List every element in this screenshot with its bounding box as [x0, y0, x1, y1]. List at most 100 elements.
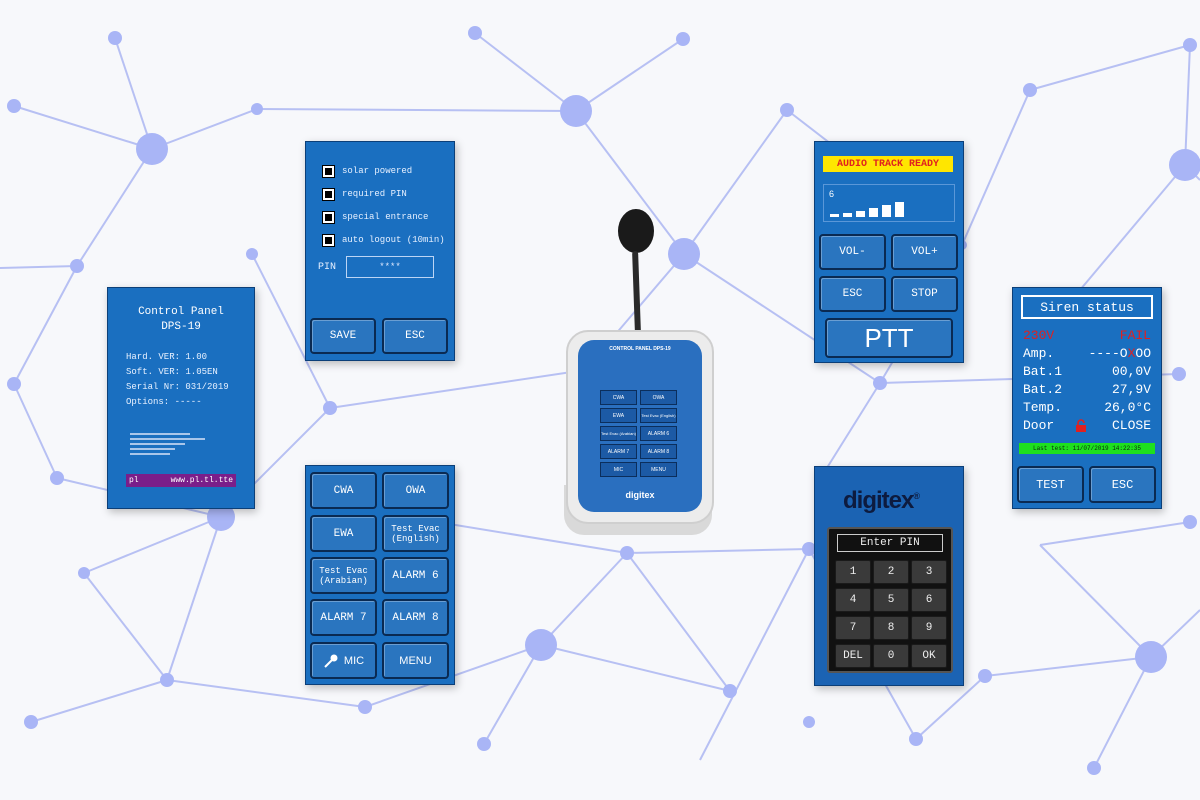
pin-input[interactable]: **** — [346, 256, 434, 278]
padlock-icon — [1076, 419, 1086, 432]
device-alarm6-key[interactable]: ALARM 6 — [640, 426, 677, 441]
footer-bar: pl www.pl.tl.tte — [126, 474, 236, 487]
volume-bars — [830, 202, 904, 217]
pin-display: Enter PIN — [837, 534, 943, 552]
key-7[interactable]: 7 — [835, 616, 871, 640]
device-test-evac-ar-key[interactable]: Test Evac (Arabian) — [600, 426, 637, 441]
temp-label: Temp. — [1023, 400, 1063, 415]
option-label: special entrance — [342, 212, 429, 222]
device-alarm8-key[interactable]: ALARM 8 — [640, 444, 677, 459]
cwa-button[interactable]: CWA — [310, 472, 377, 509]
power-row: 230V FAIL — [1023, 328, 1151, 343]
microphone-icon — [324, 654, 338, 668]
checkbox-special-entrance[interactable] — [322, 211, 335, 224]
button-label-line2: (Arabian) — [319, 575, 368, 586]
device-menu-key[interactable]: MENU — [640, 462, 677, 477]
option-label: auto logout (10min) — [342, 235, 445, 245]
registered-mark: ® — [913, 491, 920, 501]
volume-display: 6 — [823, 184, 955, 222]
temp-value: 26,0°C — [1104, 400, 1151, 415]
button-label-line1: Test Evac — [319, 565, 368, 576]
key-2[interactable]: 2 — [873, 560, 909, 584]
amp-value-x: X — [1127, 346, 1136, 361]
device-mic-key[interactable]: MIC — [600, 462, 637, 477]
bat2-row: Bat.2 27,9V — [1023, 382, 1151, 397]
volume-down-button[interactable]: VOL- — [819, 234, 886, 270]
small-print — [130, 430, 210, 458]
desk-microphone-device: CONTROL PANEL DPS-19 CWA OWA EWA Test Ev… — [560, 205, 720, 545]
control-panel-info-screen: Control Panel DPS-19 Hard. VER: 1.00 Sof… — [107, 287, 255, 509]
device-brand: digitex — [625, 490, 655, 500]
info-title-line1: Control Panel — [138, 306, 224, 318]
key-8[interactable]: 8 — [873, 616, 909, 640]
device-header: CONTROL PANEL DPS-19 — [609, 346, 671, 352]
checkbox-solar-powered[interactable] — [322, 165, 335, 178]
key-del[interactable]: DEL — [835, 644, 871, 668]
device-faceplate: CONTROL PANEL DPS-19 CWA OWA EWA Test Ev… — [578, 340, 702, 512]
footer-right: www.pl.tl.tte — [170, 476, 233, 485]
amp-value-b: OO — [1135, 346, 1151, 361]
key-5[interactable]: 5 — [873, 588, 909, 612]
volume-up-button[interactable]: VOL+ — [891, 234, 958, 270]
test-evac-english-button[interactable]: Test Evac (English) — [382, 515, 449, 552]
power-label: 230V — [1023, 328, 1055, 343]
esc-button[interactable]: ESC — [819, 276, 886, 312]
alarm-7-button[interactable]: ALARM 7 — [310, 599, 377, 636]
settings-screen: solar powered required PIN special entra… — [305, 141, 455, 361]
key-6[interactable]: 6 — [911, 588, 947, 612]
bat1-value: 00,0V — [1111, 364, 1151, 379]
ewa-button[interactable]: EWA — [310, 515, 377, 552]
hard-version: Hard. VER: 1.00 — [126, 352, 208, 362]
device-owa-key[interactable]: OWA — [640, 390, 677, 405]
soft-version: Soft. VER: 1.05EN — [126, 367, 218, 377]
device-test-evac-en-key[interactable]: Test Evac (English) — [640, 408, 677, 423]
key-ok[interactable]: OK — [911, 644, 947, 668]
amp-row: Amp. ----OXOO — [1023, 346, 1151, 361]
pin-label: PIN — [318, 262, 337, 273]
ptt-button[interactable]: PTT — [825, 318, 953, 358]
door-label: Door — [1023, 418, 1055, 433]
device-body: CONTROL PANEL DPS-19 CWA OWA EWA Test Ev… — [566, 330, 714, 524]
button-label-line1: Test Evac — [391, 523, 440, 534]
device-alarm7-key[interactable]: ALARM 7 — [600, 444, 637, 459]
brand-logo: digitex® — [843, 487, 920, 515]
test-button[interactable]: TEST — [1017, 466, 1084, 503]
owa-button[interactable]: OWA — [382, 472, 449, 509]
checkbox-required-pin[interactable] — [322, 188, 335, 201]
bat1-label: Bat.1 — [1023, 364, 1063, 379]
alarm-8-button[interactable]: ALARM 8 — [382, 599, 449, 636]
amp-label: Amp. — [1023, 346, 1055, 361]
save-button[interactable]: SAVE — [310, 318, 376, 354]
esc-button[interactable]: ESC — [1089, 466, 1156, 503]
siren-status-screen: Siren status 230V FAIL Amp. ----OXOO Bat… — [1012, 287, 1162, 509]
checkbox-auto-logout[interactable] — [322, 234, 335, 247]
test-evac-arabian-button[interactable]: Test Evac (Arabian) — [310, 557, 377, 594]
button-label-line2: (English) — [391, 533, 440, 544]
key-0[interactable]: 0 — [873, 644, 909, 668]
device-cwa-key[interactable]: CWA — [600, 390, 637, 405]
bat1-row: Bat.1 00,0V — [1023, 364, 1151, 379]
esc-button[interactable]: ESC — [382, 318, 448, 354]
bat2-label: Bat.2 — [1023, 382, 1063, 397]
key-4[interactable]: 4 — [835, 588, 871, 612]
options-line: Options: ----- — [126, 397, 202, 407]
alarm-6-button[interactable]: ALARM 6 — [382, 557, 449, 594]
alarm-menu-screen: CWA OWA EWA Test Evac (English) Test Eva… — [305, 465, 455, 685]
key-1[interactable]: 1 — [835, 560, 871, 584]
bat2-value: 27,9V — [1111, 382, 1151, 397]
audio-track-screen: AUDIO TRACK READY 6 VOL- VOL+ ESC STOP P… — [814, 141, 964, 363]
pin-entry-screen: digitex® Enter PIN 1 2 3 4 5 6 7 8 9 DEL… — [814, 466, 964, 686]
key-3[interactable]: 3 — [911, 560, 947, 584]
device-ewa-key[interactable]: EWA — [600, 408, 637, 423]
key-9[interactable]: 9 — [911, 616, 947, 640]
volume-level: 6 — [829, 189, 835, 199]
stop-button[interactable]: STOP — [891, 276, 958, 312]
device-button-grid: CWA OWA EWA Test Evac (English) Test Eva… — [600, 390, 680, 477]
siren-status-title: Siren status — [1021, 295, 1153, 319]
audio-ready-banner: AUDIO TRACK READY — [823, 156, 953, 172]
info-title-line2: DPS-19 — [161, 321, 201, 333]
mic-button[interactable]: MIC — [310, 642, 377, 679]
menu-button[interactable]: MENU — [382, 642, 449, 679]
last-test-bar: Last test: 11/07/2019 14:22:35 — [1019, 443, 1155, 454]
